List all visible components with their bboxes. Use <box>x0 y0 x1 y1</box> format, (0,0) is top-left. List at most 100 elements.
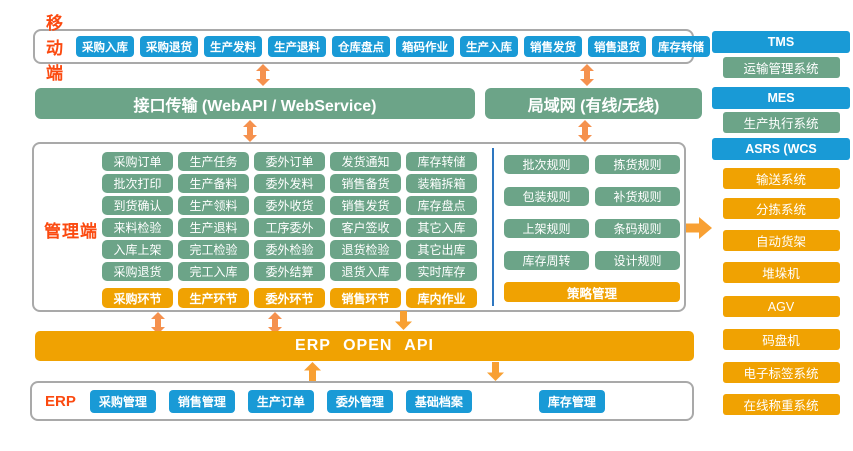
management-column: 采购订单批次打印到货确认来料检验入库上架采购退货采购环节 <box>102 152 173 308</box>
strategy-rule-chip: 上架规则 <box>504 219 589 238</box>
management-function-chip: 来料检验 <box>102 218 173 237</box>
system-title-chip: TMS <box>712 31 850 53</box>
management-function-chip: 生产备料 <box>178 174 249 193</box>
management-column: 生产任务生产备料生产领料生产退料完工检验完工入库生产环节 <box>178 152 249 308</box>
management-function-chip: 采购退货 <box>102 262 173 281</box>
management-function-chip: 销售发货 <box>330 196 401 215</box>
double-arrow-icon <box>256 64 270 86</box>
management-function-chip: 退货入库 <box>330 262 401 281</box>
management-stage-chip: 生产环节 <box>178 288 249 308</box>
management-function-chip: 实时库存 <box>406 262 477 281</box>
management-function-chip: 库存转储 <box>406 152 477 171</box>
management-column: 委外订单委外发料委外收货工序委外委外检验委外结算委外环节 <box>254 152 325 308</box>
management-function-chip: 其它出库 <box>406 240 477 259</box>
mobile-terminal-box: 移动端 采购入库采购退货生产发料生产退料仓库盘点箱码作业生产入库销售发货销售退货… <box>33 14 710 83</box>
strategy-rule-chip: 设计规则 <box>595 251 680 270</box>
subsystem-chip: 堆垛机 <box>722 262 840 283</box>
management-terminal-box: 管理端 采购订单批次打印到货确认来料检验入库上架采购退货采购环节生产任务生产备料… <box>32 142 686 312</box>
mobile-function-chip: 采购退货 <box>140 36 198 57</box>
mobile-function-chip: 生产退料 <box>268 36 326 57</box>
up-arrow-icon <box>304 362 321 381</box>
management-stage-chip: 销售环节 <box>330 288 401 308</box>
erp-module-chip: 采购管理 <box>89 389 156 413</box>
management-function-chip: 完工检验 <box>178 240 249 259</box>
mobile-function-chip: 生产发料 <box>204 36 262 57</box>
mobile-function-chip: 销售退货 <box>588 36 646 57</box>
management-function-chip: 完工入库 <box>178 262 249 281</box>
management-function-chip: 批次打印 <box>102 174 173 193</box>
strategy-rule-chip: 条码规则 <box>595 219 680 238</box>
section-divider <box>492 148 494 306</box>
system-title-chip: ASRS (WCS <box>712 138 850 160</box>
mobile-function-chip: 采购入库 <box>76 36 134 57</box>
double-arrow-icon <box>151 312 165 334</box>
right-arrow-icon <box>686 217 712 239</box>
erp-module-list: 采购管理销售管理生产订单委外管理基础档案 <box>77 389 472 413</box>
mobile-function-chip: 箱码作业 <box>396 36 454 57</box>
management-function-chip: 生产领料 <box>178 196 249 215</box>
management-stage-chip: 库内作业 <box>406 288 477 308</box>
subsystem-chip: 分拣系统 <box>722 198 840 219</box>
lan-bar: 局域网 (有线/无线) <box>485 88 702 119</box>
subsystem-chip: 输送系统 <box>722 168 840 189</box>
management-stage-chip: 采购环节 <box>102 288 173 308</box>
management-function-chip: 销售备货 <box>330 174 401 193</box>
management-terminal-label: 管理端 <box>44 222 98 241</box>
management-function-chip: 委外收货 <box>254 196 325 215</box>
management-column: 库存转储装箱拆箱库存盘点其它入库其它出库实时库存库内作业 <box>406 152 477 308</box>
strategy-rule-chip: 库存周转 <box>504 251 589 270</box>
mobile-function-list: 采购入库采购退货生产发料生产退料仓库盘点箱码作业生产入库销售发货销售退货库存转储 <box>76 36 710 57</box>
double-arrow-icon <box>268 312 282 334</box>
subsystem-chip: 电子标签系统 <box>722 362 840 383</box>
erp-box: ERP 采购管理销售管理生产订单委外管理基础档案 库存管理 <box>30 381 694 421</box>
mobile-function-chip: 库存转储 <box>652 36 710 57</box>
down-arrow-icon <box>487 362 504 381</box>
system-title-chip: MES <box>712 87 850 109</box>
subsystem-chip: 自动货架 <box>722 230 840 251</box>
strategy-rule-chip: 包装规则 <box>504 187 589 206</box>
subsystem-chip: 码盘机 <box>722 329 840 350</box>
management-function-grid: 采购订单批次打印到货确认来料检验入库上架采购退货采购环节生产任务生产备料生产领料… <box>102 152 477 308</box>
management-function-chip: 委外检验 <box>254 240 325 259</box>
mobile-function-chip: 生产入库 <box>460 36 518 57</box>
erp-module-chip: 基础档案 <box>405 389 472 413</box>
subsystem-chip: 在线称重系统 <box>722 394 840 415</box>
double-arrow-icon <box>243 120 257 142</box>
erp-module-chip: 销售管理 <box>168 389 235 413</box>
management-function-chip: 退货检验 <box>330 240 401 259</box>
strategy-rule-chip: 批次规则 <box>504 155 589 174</box>
subsystem-chip: AGV <box>722 296 840 317</box>
management-function-chip: 客户签收 <box>330 218 401 237</box>
strategy-rule-grid: 批次规则拣货规则包装规则补货规则上架规则条码规则库存周转设计规则 <box>504 155 680 270</box>
management-stage-chip: 委外环节 <box>254 288 325 308</box>
management-function-chip: 委外订单 <box>254 152 325 171</box>
management-function-chip: 到货确认 <box>102 196 173 215</box>
interface-transfer-bar: 接口传输 (WebAPI / WebService) <box>35 88 475 119</box>
mobile-terminal-label: 移动端 <box>46 14 64 83</box>
erp-open-api-bar: ERP OPEN API <box>35 331 694 361</box>
down-arrow-icon <box>395 311 412 330</box>
erp-module-chip: 委外管理 <box>326 389 393 413</box>
management-function-chip: 采购订单 <box>102 152 173 171</box>
management-function-chip: 其它入库 <box>406 218 477 237</box>
mobile-function-chip: 仓库盘点 <box>332 36 390 57</box>
management-function-chip: 委外结算 <box>254 262 325 281</box>
management-function-chip: 入库上架 <box>102 240 173 259</box>
erp-inventory-chip: 库存管理 <box>538 389 605 413</box>
erp-module-chip: 生产订单 <box>247 389 314 413</box>
management-function-chip: 生产任务 <box>178 152 249 171</box>
strategy-rule-chip: 补货规则 <box>595 187 680 206</box>
erp-label: ERP <box>45 392 76 410</box>
mobile-function-chip: 销售发货 <box>524 36 582 57</box>
management-function-chip: 生产退料 <box>178 218 249 237</box>
management-function-chip: 工序委外 <box>254 218 325 237</box>
management-function-chip: 委外发料 <box>254 174 325 193</box>
strategy-management-chip: 策略管理 <box>504 282 680 302</box>
subsystem-chip: 运输管理系统 <box>722 57 840 78</box>
strategy-rule-chip: 拣货规则 <box>595 155 680 174</box>
management-column: 发货通知销售备货销售发货客户签收退货检验退货入库销售环节 <box>330 152 401 308</box>
double-arrow-icon <box>580 64 594 86</box>
management-function-chip: 发货通知 <box>330 152 401 171</box>
management-function-chip: 装箱拆箱 <box>406 174 477 193</box>
